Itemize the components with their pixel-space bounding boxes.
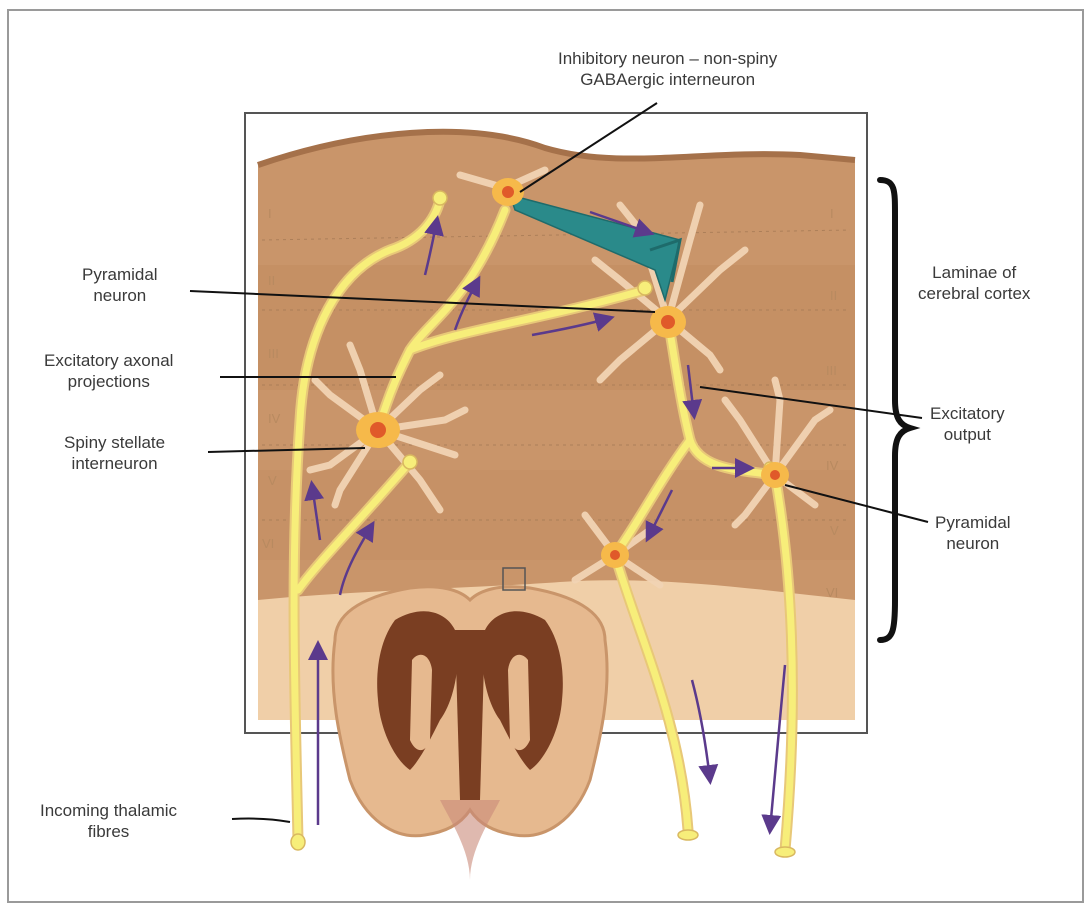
label-spiny-stellate: Spiny stellate interneuron bbox=[64, 432, 165, 474]
layer-numeral: VI bbox=[262, 536, 274, 551]
layer-numeral: IV bbox=[268, 411, 281, 426]
label-pyramidal-neuron-top: Pyramidal neuron bbox=[82, 264, 158, 306]
label-line: Pyramidal bbox=[935, 513, 1011, 532]
label-line: output bbox=[943, 425, 991, 444]
layer-numeral: III bbox=[268, 346, 279, 361]
cortex-tissue bbox=[258, 131, 855, 600]
layer-numeral: II bbox=[268, 273, 275, 288]
label-pyramidal-neuron-right: Pyramidal neuron bbox=[935, 512, 1011, 554]
pia-surface bbox=[257, 128, 856, 168]
layer-numeral: IV bbox=[826, 458, 839, 473]
brain-section bbox=[331, 585, 609, 880]
label-line: Laminae of bbox=[932, 263, 1017, 282]
laminae-bracket bbox=[877, 177, 921, 643]
layer-numeral: II bbox=[830, 288, 837, 303]
label-line: Incoming thalamic bbox=[40, 801, 178, 820]
label-line: Excitatory axonal bbox=[44, 351, 174, 370]
label-line: interneuron bbox=[71, 454, 158, 473]
label-line: Excitatory bbox=[930, 404, 1005, 423]
layer-numeral: V bbox=[830, 523, 839, 538]
label-line: cerebral cortex bbox=[918, 284, 1031, 303]
label-line: Pyramidal bbox=[82, 265, 158, 284]
label-line: projections bbox=[67, 372, 150, 391]
layer-numeral: V bbox=[268, 473, 277, 488]
label-line: neuron bbox=[946, 534, 1000, 553]
label-line: Inhibitory neuron – non-spiny bbox=[558, 49, 778, 68]
inset-marker bbox=[502, 567, 526, 591]
leader-lines bbox=[189, 102, 929, 823]
layer-numeral: I bbox=[268, 206, 272, 221]
label-laminae: Laminae of cerebral cortex bbox=[918, 262, 1030, 304]
label-line: GABAergic interneuron bbox=[580, 70, 756, 89]
layer-numeral: I bbox=[830, 206, 834, 221]
label-line: fibres bbox=[87, 822, 130, 841]
label-excitatory-output: Excitatory output bbox=[930, 403, 1005, 445]
cell-bodies bbox=[356, 178, 789, 568]
layer-numeral: III bbox=[826, 363, 837, 378]
label-inhibitory-neuron: Inhibitory neuron – non-spiny GABAergic … bbox=[558, 48, 777, 90]
label-line: neuron bbox=[93, 286, 147, 305]
label-excitatory-axonal-projections: Excitatory axonal projections bbox=[44, 350, 173, 392]
label-incoming-thalamic-fibres: Incoming thalamic fibres bbox=[40, 800, 177, 842]
layer-numeral: VI bbox=[826, 585, 838, 600]
label-line: Spiny stellate bbox=[64, 433, 166, 452]
